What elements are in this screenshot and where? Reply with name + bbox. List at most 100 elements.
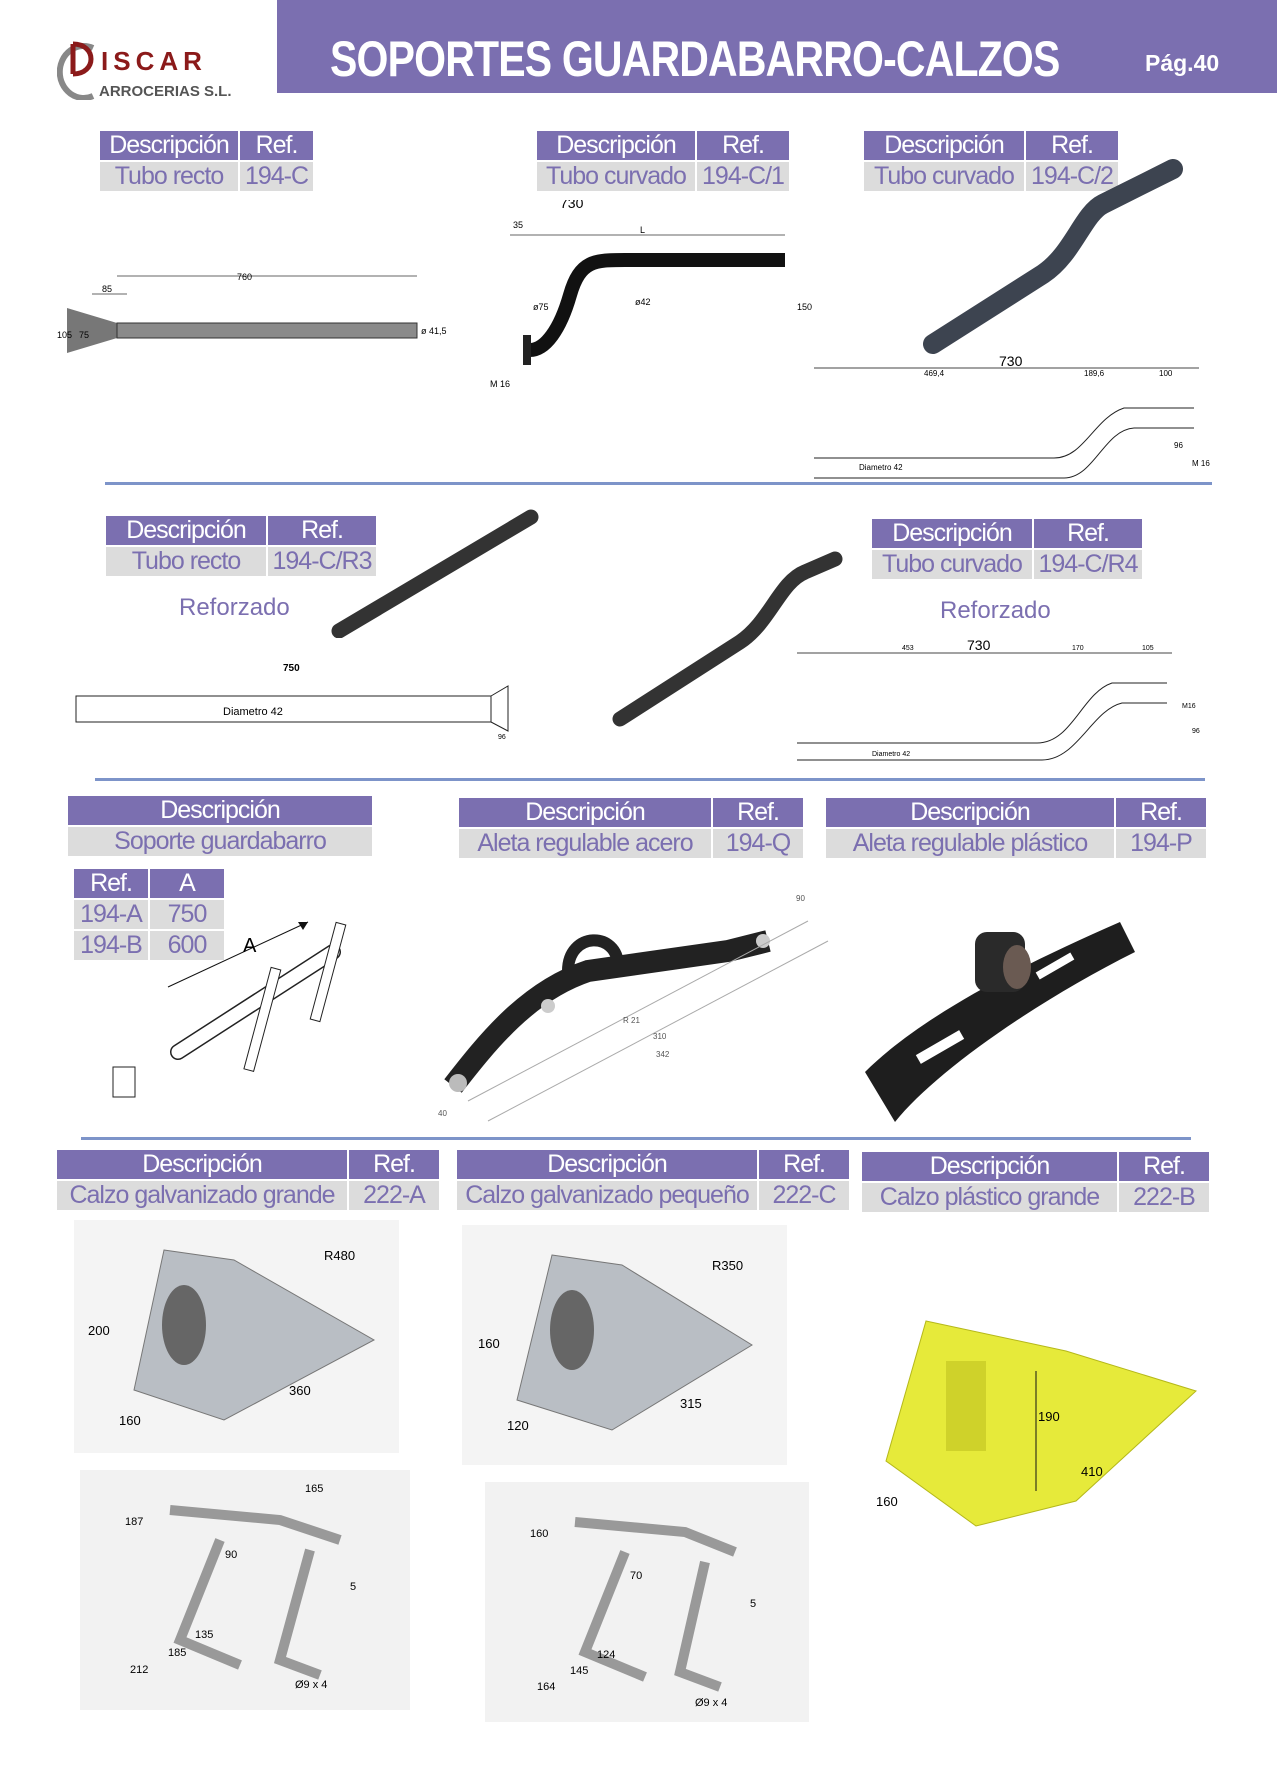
section-divider [95,778,1205,781]
svg-text:R480: R480 [324,1248,355,1263]
section-divider [105,482,1212,485]
tubo-curvado-r4-render [612,551,843,727]
description: Aleta regulable plástico [826,829,1114,858]
description: Tubo recto [106,547,266,576]
svg-text:Diametro 42: Diametro 42 [223,706,283,718]
ref: 222-B [1119,1183,1209,1212]
section-divider [81,1137,1191,1140]
description: Aleta regulable acero [459,829,711,858]
col-description: Descripción [872,519,1032,548]
svg-text:160: 160 [876,1494,898,1509]
col-ref: Ref. [349,1150,439,1179]
svg-text:ARROCERIAS S.L.: ARROCERIAS S.L. [99,83,232,100]
ref: 194-C/R3 [268,547,376,576]
col-description: Descripción [106,516,266,545]
svg-text:ø42: ø42 [635,297,651,307]
svg-text:ISCAR: ISCAR [101,46,207,76]
col-description: Descripción [537,131,695,160]
svg-text:453: 453 [902,645,914,652]
col-ref: Ref. [1119,1152,1209,1181]
svg-text:M 16: M 16 [1192,459,1210,468]
soporte-guardabarro-drawing: A [112,921,347,1098]
col-ref: Ref. [713,798,803,827]
svg-text:R350: R350 [712,1258,743,1273]
logo-mark-icon: ISCAR ARROCERIAS S.L. [56,41,232,101]
col-a: A [150,869,224,898]
description: Calzo galvanizado grande [57,1181,347,1210]
aleta-plastico-render [865,922,1135,1122]
ref: 222-C [759,1181,849,1210]
svg-text:310: 310 [653,1032,667,1041]
col-description: Descripción [57,1150,347,1179]
svg-text:150: 150 [797,302,812,312]
svg-text:124: 124 [597,1649,615,1661]
svg-text:M 16: M 16 [490,379,510,389]
col-ref: Ref. [268,516,376,545]
svg-text:96: 96 [1174,441,1183,450]
col-description: Descripción [100,131,238,160]
svg-text:730: 730 [967,638,991,653]
svg-text:469,4: 469,4 [924,369,945,378]
svg-text:200: 200 [88,1323,110,1338]
svg-text:160: 160 [530,1528,548,1540]
svg-text:105: 105 [57,330,72,340]
svg-text:190: 190 [1038,1409,1060,1424]
svg-text:ø 41,5: ø 41,5 [421,326,447,336]
col-description: Descripción [457,1150,757,1179]
description: Soporte guardabarro [68,827,372,856]
svg-text:5: 5 [750,1598,756,1610]
svg-text:75: 75 [79,330,89,340]
col-description: Descripción [68,796,372,825]
company-logo: ISCAR ARROCERIAS S.L. [56,40,267,101]
svg-text:L: L [640,225,645,235]
svg-text:5: 5 [350,1581,356,1593]
ref: 194-P [1116,829,1206,858]
svg-text:730: 730 [560,200,584,211]
svg-text:760: 760 [237,272,252,282]
page-title: SOPORTES GUARDABARRO-CALZOS [330,31,1060,87]
tubo-recto-r3-drawing: 750 Diametro 42 96 [75,663,509,741]
svg-text:R 21: R 21 [623,1016,640,1025]
ref: 194-C/R4 [1034,550,1142,579]
variant-a: 600 [150,931,224,960]
description: Tubo curvado [864,162,1024,191]
calzo-plastico-render: 190 410 160 [876,1320,1197,1527]
col-ref: Ref. [1116,798,1206,827]
svg-text:164: 164 [537,1681,555,1693]
svg-text:ø75: ø75 [533,302,549,312]
svg-text:35: 35 [513,220,523,230]
description: Tubo curvado [872,550,1032,579]
variant-a: 750 [150,900,224,929]
svg-text:410: 410 [1081,1464,1103,1479]
col-description: Descripción [826,798,1114,827]
svg-text:187: 187 [125,1516,143,1528]
ref: 194-C/2 [1026,162,1118,191]
svg-text:Ø9 x 4: Ø9 x 4 [695,1697,727,1709]
svg-text:Diametro 42: Diametro 42 [859,463,903,472]
svg-text:750: 750 [283,663,300,674]
col-description: Descripción [862,1152,1117,1181]
description: Calzo galvanizado pequeño [457,1181,757,1210]
col-description: Descripción [459,798,711,827]
svg-text:Ø9 x 4: Ø9 x 4 [295,1679,327,1691]
svg-text:100: 100 [1159,369,1173,378]
col-ref: Ref. [1026,131,1118,160]
svg-text:212: 212 [130,1664,148,1676]
svg-text:315: 315 [680,1396,702,1411]
svg-text:120: 120 [507,1418,529,1433]
svg-text:730: 730 [999,353,1023,369]
svg-text:170: 170 [1072,645,1084,652]
svg-text:360: 360 [289,1383,311,1398]
